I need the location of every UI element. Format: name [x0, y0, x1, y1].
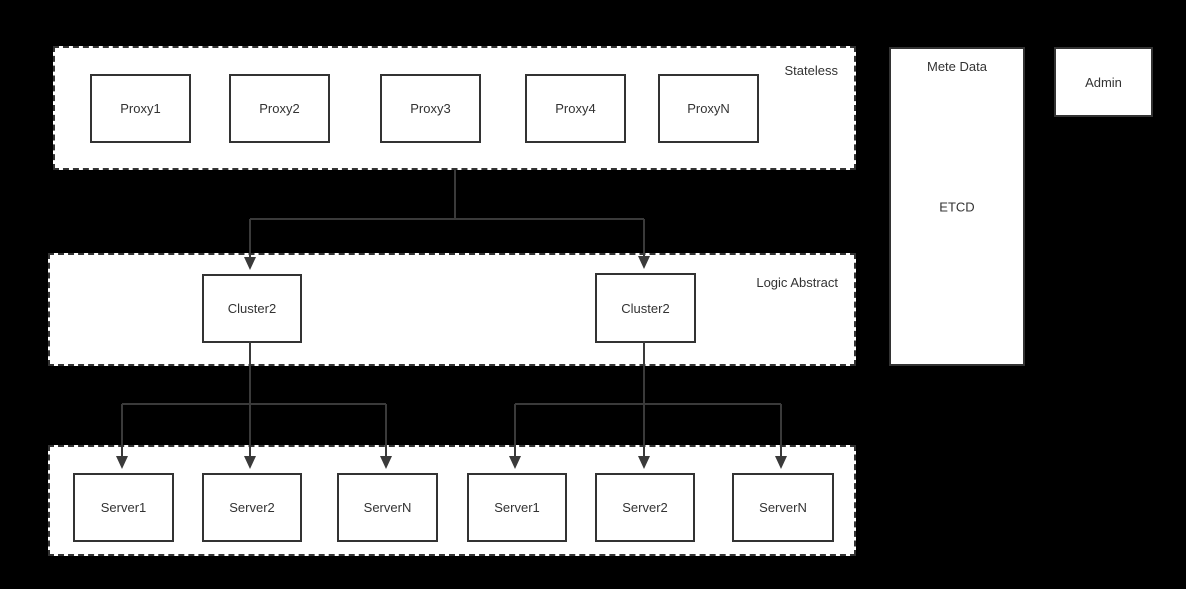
- connector-stateless-to-clusters: [249, 170, 645, 258]
- node-proxy3: Proxy3: [380, 74, 481, 143]
- admin-box: Admin: [1054, 47, 1153, 117]
- node-label: ServerN: [363, 500, 412, 515]
- node-proxy2: Proxy2: [229, 74, 330, 143]
- meta-data-label: Mete Data: [927, 59, 987, 74]
- node-server2-right: Server2: [595, 473, 695, 542]
- node-cluster-right: Cluster2: [595, 273, 696, 343]
- node-server1-right: Server1: [467, 473, 567, 542]
- logic-abstract-container: Logic Abstract Cluster2 Cluster2: [48, 253, 856, 366]
- node-proxyn: ProxyN: [658, 74, 759, 143]
- node-label: Cluster2: [621, 300, 670, 316]
- admin-label: Admin: [1085, 74, 1122, 90]
- node-label: Proxy4: [555, 101, 596, 116]
- node-label: Server2: [229, 500, 275, 515]
- node-proxy1: Proxy1: [90, 74, 191, 143]
- node-cluster-left: Cluster2: [202, 274, 302, 343]
- node-label: Proxy1: [120, 101, 161, 116]
- node-label: ServerN: [759, 500, 807, 515]
- node-server1-left: Server1: [73, 473, 174, 542]
- node-label: Server1: [100, 500, 147, 515]
- node-label: Proxy2: [259, 101, 300, 116]
- node-servern-right: ServerN: [732, 473, 834, 542]
- stateless-label: Stateless: [784, 63, 838, 78]
- server-layer-container: Server1 Server2 ServerN Server1 Server2 …: [48, 445, 856, 556]
- meta-data-box: Mete Data ETCD: [889, 47, 1025, 366]
- node-label: Cluster2: [227, 301, 277, 316]
- node-server2-left: Server2: [202, 473, 302, 542]
- logic-abstract-label: Logic Abstract: [756, 275, 838, 290]
- etcd-label: ETCD: [939, 199, 975, 214]
- node-servern-left: ServerN: [337, 473, 438, 542]
- node-label: Server2: [622, 500, 668, 515]
- stateless-container: Stateless Proxy1 Proxy2 Proxy3 Proxy4 Pr…: [53, 46, 856, 170]
- node-proxy4: Proxy4: [525, 74, 626, 143]
- node-label: Server1: [494, 500, 540, 515]
- node-label: ProxyN: [687, 101, 730, 116]
- node-label: Proxy3: [410, 101, 451, 116]
